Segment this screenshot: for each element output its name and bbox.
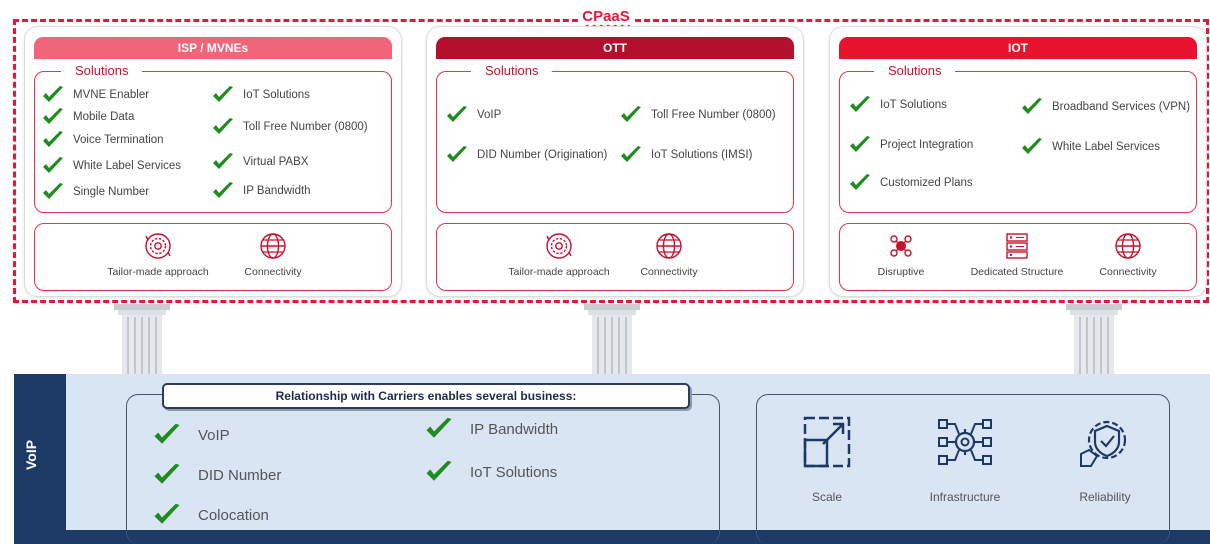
solutions-label: Solutions — [61, 63, 143, 78]
solutions-box — [436, 71, 794, 213]
list-item: Toll Free Number (0800) — [211, 117, 368, 137]
list-item: Single Number — [41, 182, 149, 202]
gear-cycle-icon — [545, 232, 573, 260]
feature-disruptive: Disruptive — [866, 232, 936, 278]
voip-bottom-bar — [14, 530, 1210, 544]
scale-icon — [803, 416, 851, 468]
list-item: IoT Solutions — [848, 95, 947, 115]
check-icon — [445, 145, 469, 165]
check-icon — [211, 117, 235, 137]
card-iot: IOT Solutions IoT Solutions Project Inte… — [829, 26, 1207, 297]
list-item: Voice Termination — [41, 130, 164, 150]
value-infrastructure: Infrastructure — [910, 416, 1020, 504]
brain-icon — [887, 232, 915, 260]
check-icon — [619, 145, 643, 165]
card-ott: OTT Solutions VoIP DID Number (Originati… — [426, 26, 804, 297]
card-isp-mvnes: ISP / MVNEs Solutions MVNE Enabler Mobil… — [24, 26, 402, 297]
check-icon — [1020, 137, 1044, 157]
features-box — [839, 223, 1197, 291]
voip-sidebar — [14, 374, 66, 544]
globe-icon — [655, 232, 683, 260]
feature-connectivity: Connectivity — [233, 232, 313, 278]
list-item: IP Bandwidth — [211, 181, 311, 201]
list-item: VoIP — [152, 422, 230, 448]
features-box — [34, 223, 392, 291]
feature-tailor-made: Tailor-made approach — [499, 232, 619, 278]
globe-icon — [1114, 232, 1142, 260]
check-icon — [41, 107, 65, 127]
list-item: Colocation — [152, 502, 269, 528]
check-icon — [848, 95, 872, 115]
list-item: IoT Solutions (IMSI) — [619, 145, 752, 165]
pillar-icon — [1066, 304, 1122, 376]
voip-label: VoIP — [23, 439, 39, 470]
list-item: Customized Plans — [848, 173, 973, 193]
business-title: Relationship with Carriers enables sever… — [162, 383, 690, 409]
list-item: VoIP — [445, 105, 501, 125]
feature-connectivity: Connectivity — [1088, 232, 1168, 278]
list-item: Project Integration — [848, 135, 973, 155]
check-icon — [41, 156, 65, 176]
list-item: IoT Solutions — [211, 85, 310, 105]
check-icon — [41, 182, 65, 202]
solutions-box — [34, 71, 392, 213]
globe-icon — [259, 232, 287, 260]
check-icon — [848, 173, 872, 193]
list-item: White Label Services — [41, 156, 181, 176]
solutions-label: Solutions — [874, 63, 956, 78]
check-icon — [152, 462, 182, 488]
feature-tailor-made: Tailor-made approach — [103, 232, 213, 278]
value-scale: Scale — [782, 416, 872, 504]
card-title: OTT — [436, 37, 794, 59]
card-title: ISP / MVNEs — [34, 37, 392, 59]
values-box — [756, 394, 1170, 544]
features-box — [436, 223, 794, 291]
list-item: DID Number (Origination) — [445, 145, 607, 165]
check-icon — [424, 459, 454, 485]
pillar-icon — [114, 304, 170, 376]
check-icon — [211, 181, 235, 201]
reliability-icon — [1080, 420, 1127, 467]
server-icon — [1003, 232, 1031, 260]
check-icon — [848, 135, 872, 155]
gear-cycle-icon — [144, 232, 172, 260]
list-item: MVNE Enabler — [41, 85, 149, 105]
solutions-box — [839, 71, 1197, 213]
feature-dedicated-structure: Dedicated Structure — [962, 232, 1072, 278]
list-item: White Label Services — [1020, 137, 1160, 157]
list-item: IP Bandwidth — [424, 416, 558, 442]
list-item: IoT Solutions — [424, 459, 557, 485]
list-item: Mobile Data — [41, 107, 134, 127]
check-icon — [152, 422, 182, 448]
check-icon — [152, 502, 182, 528]
value-reliability: Reliability — [1060, 416, 1150, 504]
list-item: DID Number — [152, 462, 281, 488]
check-icon — [424, 416, 454, 442]
cpaas-title: CPaaS — [580, 8, 632, 25]
list-item: Toll Free Number (0800) — [619, 105, 776, 125]
check-icon — [619, 105, 643, 125]
check-icon — [1020, 97, 1044, 117]
check-icon — [211, 152, 235, 172]
solutions-label: Solutions — [471, 63, 553, 78]
feature-connectivity: Connectivity — [629, 232, 709, 278]
check-icon — [41, 85, 65, 105]
list-item: Broadband Services (VPN) — [1020, 97, 1190, 117]
pillar-icon — [584, 304, 640, 376]
check-icon — [41, 130, 65, 150]
check-icon — [211, 85, 235, 105]
check-icon — [445, 105, 469, 125]
card-title: IOT — [839, 37, 1197, 59]
infrastructure-icon — [938, 419, 992, 465]
list-item: Virtual PABX — [211, 152, 308, 172]
